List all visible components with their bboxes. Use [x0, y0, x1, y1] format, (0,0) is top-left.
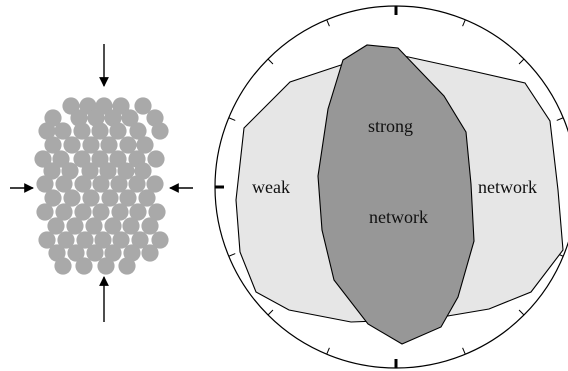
grain: [75, 257, 93, 275]
grain: [67, 244, 85, 262]
grain: [74, 203, 92, 221]
label-network-right: network: [478, 177, 537, 197]
grain: [136, 136, 154, 154]
grain: [122, 217, 140, 235]
grain: [97, 257, 115, 275]
grain: [146, 109, 164, 127]
grain: [74, 175, 92, 193]
tick-minor: [518, 309, 525, 316]
grain: [57, 231, 75, 249]
grain: [112, 231, 130, 249]
grain: [104, 244, 122, 262]
grain: [92, 175, 110, 193]
grain: [81, 162, 99, 180]
grain: [66, 217, 84, 235]
grain: [38, 122, 56, 140]
tick-minor: [462, 19, 466, 27]
grain: [44, 136, 62, 154]
grain: [36, 175, 54, 193]
grain: [61, 162, 79, 180]
grain: [151, 122, 169, 140]
grain: [63, 136, 81, 154]
grain: [73, 122, 91, 140]
grain: [99, 162, 117, 180]
grain: [148, 203, 166, 221]
grain: [44, 189, 62, 207]
grain: [85, 217, 103, 235]
grain: [43, 162, 61, 180]
grain: [138, 189, 156, 207]
grain: [34, 150, 52, 168]
grain: [119, 136, 137, 154]
grain: [121, 109, 139, 127]
tick-minor: [228, 117, 236, 121]
grain: [55, 175, 73, 193]
grain: [55, 203, 73, 221]
tick-minor: [326, 347, 330, 355]
grain: [86, 244, 104, 262]
grain: [151, 231, 169, 249]
grain: [131, 231, 149, 249]
grain: [87, 109, 105, 127]
grain: [47, 217, 65, 235]
granular-packing: [10, 44, 193, 322]
grain: [147, 150, 165, 168]
grain: [44, 109, 62, 127]
label-weak: weak: [252, 177, 290, 197]
grain: [128, 175, 146, 193]
tick-minor: [267, 309, 274, 316]
grain: [129, 203, 147, 221]
grain: [54, 122, 72, 140]
strong-network-region: [317, 44, 475, 345]
grain: [38, 231, 56, 249]
grain: [141, 217, 159, 235]
grain: [119, 189, 137, 207]
label-strong: strong: [368, 116, 413, 136]
grain: [109, 122, 127, 140]
tick-marks: [215, 6, 564, 368]
grain: [104, 109, 122, 127]
grain: [36, 203, 54, 221]
grain: [100, 136, 118, 154]
polar-distribution: weak network strong network: [214, 5, 568, 369]
grain: [63, 189, 81, 207]
grain: [111, 203, 129, 221]
grain: [82, 136, 100, 154]
grain: [82, 189, 100, 207]
tick-minor: [326, 19, 330, 27]
grain: [76, 231, 94, 249]
grain: [118, 257, 136, 275]
label-network-center: network: [369, 207, 428, 227]
tick-minor: [556, 117, 564, 121]
tick-minor: [462, 347, 466, 355]
grain: [110, 175, 128, 193]
grain: [123, 244, 141, 262]
grain: [134, 162, 152, 180]
tick-minor: [228, 253, 236, 257]
grain: [94, 231, 112, 249]
grain: [48, 244, 66, 262]
tick-minor: [267, 58, 274, 65]
grain: [146, 175, 164, 193]
grain: [141, 244, 159, 262]
grain-cluster: [34, 97, 169, 275]
grain: [54, 257, 72, 275]
tick-minor: [518, 58, 525, 65]
grain: [129, 122, 147, 140]
grain: [92, 203, 110, 221]
grain: [134, 97, 152, 115]
grain: [101, 189, 119, 207]
grain: [117, 162, 135, 180]
grain: [52, 150, 70, 168]
grain: [104, 217, 122, 235]
grain: [91, 122, 109, 140]
minor-ticks: [228, 19, 564, 355]
grain: [70, 109, 88, 127]
